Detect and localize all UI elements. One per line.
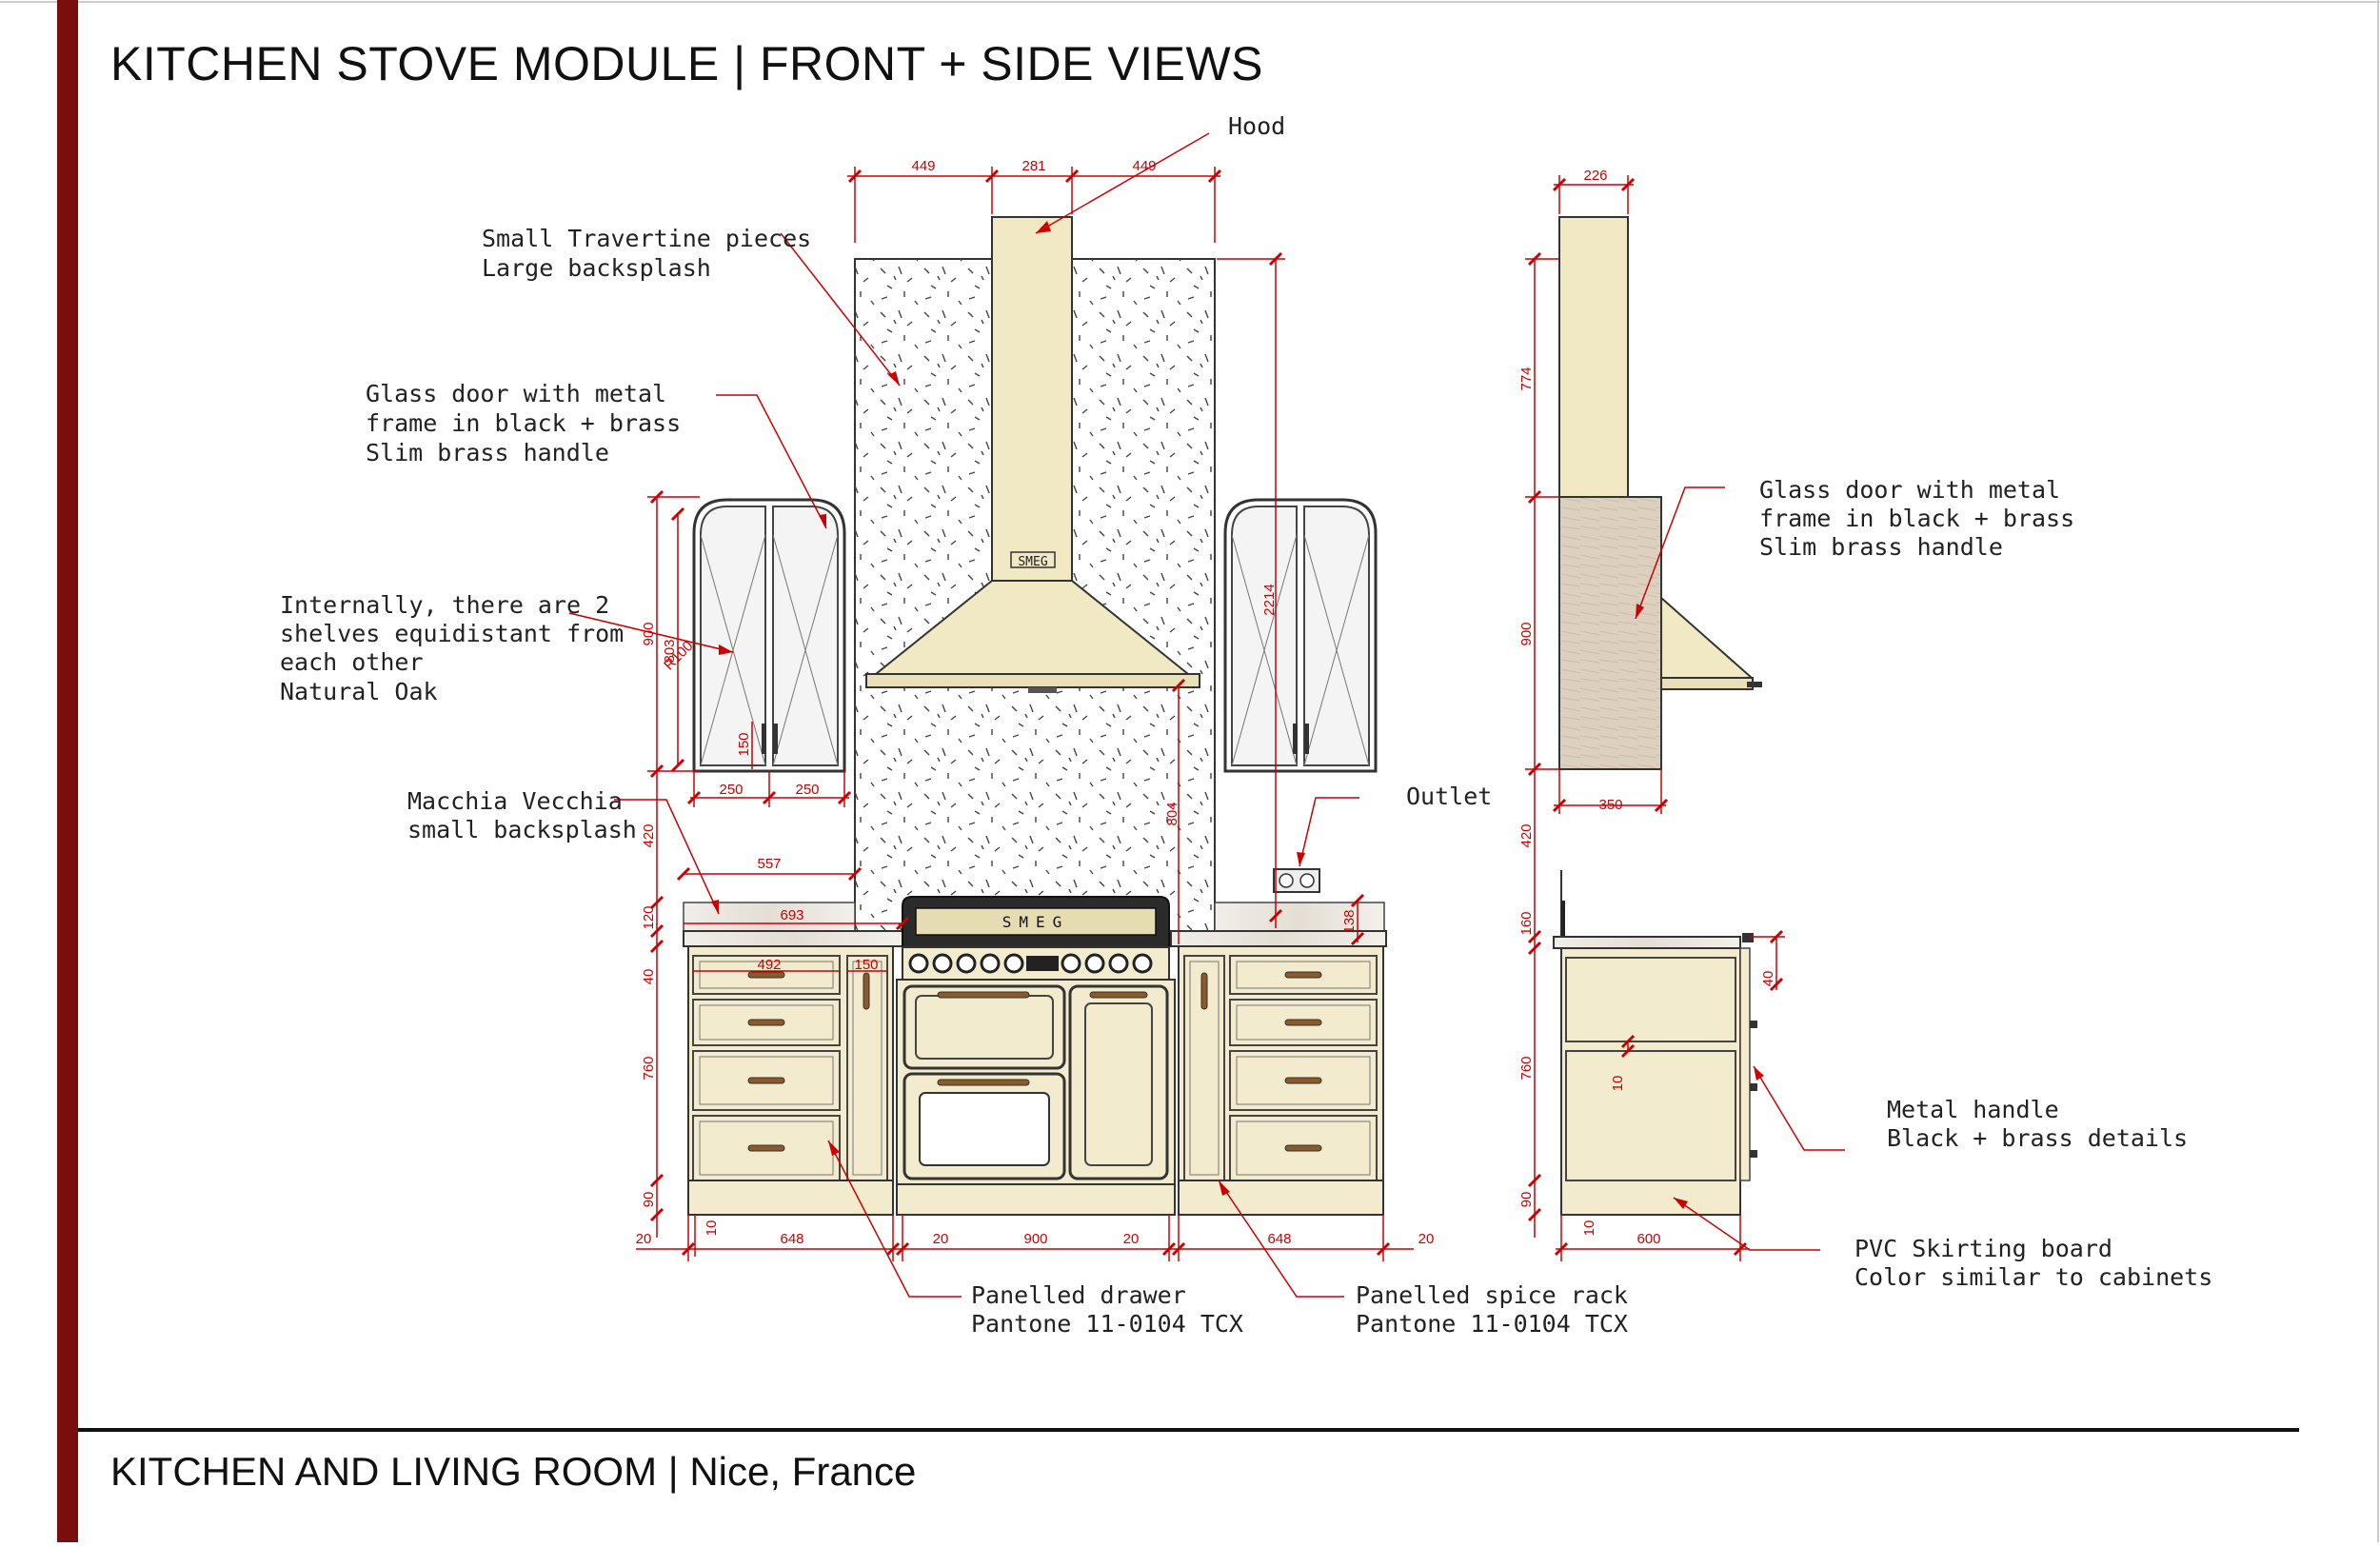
label-drawer-line2: Pantone 11-0104 TCX [971,1310,1243,1338]
label-drawer-line1: Panelled drawer [971,1281,1186,1309]
dim-281: 281 [1021,158,1045,174]
dim-120: 120 [641,905,657,929]
dim-bottom-20-a: 20 [636,1231,652,1247]
dim-2214: 2214 [1261,584,1278,615]
dim-900: 900 [641,622,657,645]
dim-side-774: 774 [1518,367,1535,390]
label-hood: Hood [1228,112,1285,140]
label-handle-line2: Black + brass details [1887,1124,2188,1152]
label-macchia-line1: Macchia Vecchia [407,787,623,815]
label-outlet: Outlet [1406,783,1492,810]
dim-side-226: 226 [1583,168,1607,184]
label-glass-line3: Slim brass handle [366,439,609,466]
side-hood-chimney [1558,216,1629,498]
label-shelves-line4: Natural Oak [280,678,438,705]
upper-right-glass-cabinet [1223,498,1378,773]
label-skirting-line1: PVC Skirting board [1854,1235,2112,1262]
dim-side-900: 900 [1518,622,1535,645]
dim-804: 804 [1164,802,1180,825]
dim-492: 492 [757,957,781,973]
side-upper-cabinet [1558,496,1662,770]
sheet-title: KITCHEN STOVE MODULE | FRONT + SIDE VIEW… [110,37,1264,90]
dim-40: 40 [641,969,657,985]
side-countertop [1553,936,1741,949]
annotations: Hood Small Travertine pieces Large backs… [280,112,2212,1338]
label-shelves-line3: each other [280,648,424,676]
label-spice-line2: Pantone 11-0104 TCX [1356,1310,1628,1338]
label-handle-line1: Metal handle [1887,1096,2059,1123]
dim-760: 760 [641,1056,657,1080]
dim-10: 10 [704,1220,720,1237]
dim-side-160: 160 [1518,911,1535,935]
sheet-footer: KITCHEN AND LIVING ROOM | Nice, France [110,1449,917,1494]
dim-side-350: 350 [1598,797,1622,813]
outlet [1273,868,1320,893]
dim-557: 557 [757,856,781,872]
range-cooker: SMEG [896,896,1176,1216]
leader-arrowheads [711,221,1764,1209]
dim-250-b: 250 [795,782,819,798]
label-side-glass-line1: Glass door with metal [1759,476,2060,504]
label-shelves-line2: shelves equidistant from [280,620,624,647]
cooker-brand: SMEG [1002,913,1070,931]
dim-bottom-20-b: 20 [933,1231,949,1247]
label-side-glass-line2: frame in black + brass [1759,505,2074,532]
dim-449-left: 449 [911,158,935,174]
label-travertine-line2: Large backsplash [482,254,711,282]
dim-420: 420 [641,823,657,847]
dim-side-760: 760 [1518,1056,1535,1080]
dim-693: 693 [780,907,803,923]
dim-side-90: 90 [1518,1192,1535,1208]
upper-left-glass-cabinet [692,498,846,773]
label-spice-line1: Panelled spice rack [1356,1281,1628,1309]
dim-90: 90 [641,1192,657,1208]
label-glass-line1: Glass door with metal [366,380,666,407]
dim-bottom-648-a: 648 [780,1231,803,1247]
dim-150-vertical: 150 [736,732,752,756]
dim-138: 138 [1341,909,1358,933]
dim-side-420: 420 [1518,823,1535,847]
leader-lines [568,132,1845,1298]
left-countertop [683,930,903,947]
dim-side-10-mid: 10 [1610,1076,1626,1092]
label-skirting-line2: Color similar to cabinets [1854,1263,2212,1291]
dim-side-40: 40 [1760,971,1776,987]
dim-bottom-20-c: 20 [1123,1231,1140,1247]
front-view: SMEG [683,216,1387,1216]
dim-bottom-20-d: 20 [1418,1231,1435,1247]
label-macchia-line2: small backsplash [407,816,637,843]
label-glass-line2: frame in black + brass [366,409,681,437]
side-accent-bar [57,0,78,1542]
right-base-cabinet [1178,945,1384,1216]
dim-side-600: 600 [1636,1231,1660,1247]
label-travertine-line1: Small Travertine pieces [482,225,811,252]
dim-side-10-bottom: 10 [1581,1220,1597,1237]
dim-250-a: 250 [719,782,743,798]
label-side-glass-line3: Slim brass handle [1759,533,2003,561]
hood-chimney [991,216,1073,582]
hood-brand: SMEG [1018,555,1047,569]
left-base-cabinet [687,945,894,1216]
dim-bottom-900: 900 [1023,1231,1047,1247]
dim-449-right: 449 [1132,158,1156,174]
dim-bottom-648-b: 648 [1267,1231,1291,1247]
side-view [1553,216,1762,1216]
dim-150-horizontal: 150 [854,957,878,973]
label-shelves-line1: Internally, there are 2 [280,591,609,619]
dim-803: 803 [662,639,678,663]
